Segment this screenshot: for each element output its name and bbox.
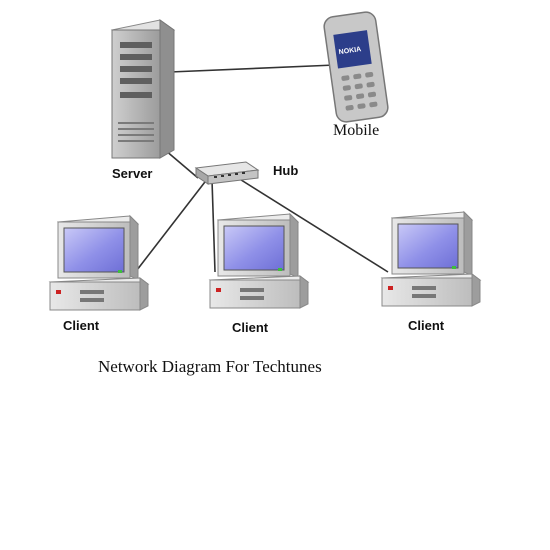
client-computer-icon-2 <box>208 212 310 309</box>
hub-icon <box>194 161 260 185</box>
hub-label: Hub <box>273 163 299 178</box>
link-hub-client-3 <box>237 177 389 273</box>
link-server-hub <box>164 149 199 179</box>
server-label: Server <box>112 166 153 181</box>
mobile-label: Mobile <box>333 122 380 139</box>
diagram-caption: Network Diagram For Techtunes <box>98 357 322 376</box>
client-label-1: Client <box>63 318 100 333</box>
link-server-mobile <box>169 64 336 73</box>
client-computer-icon-1 <box>48 214 150 311</box>
client-label-3: Client <box>408 318 445 333</box>
phone-brand-text: NOKIA <box>338 46 361 56</box>
connection-lines <box>136 64 389 273</box>
client-label-2: Client <box>232 320 269 335</box>
mobile-phone-icon: NOKIA <box>323 11 389 123</box>
server-tower-icon <box>110 19 176 159</box>
link-hub-client-2 <box>211 179 216 273</box>
link-hub-client-1 <box>136 177 209 271</box>
client-computer-icon-3 <box>380 210 482 307</box>
